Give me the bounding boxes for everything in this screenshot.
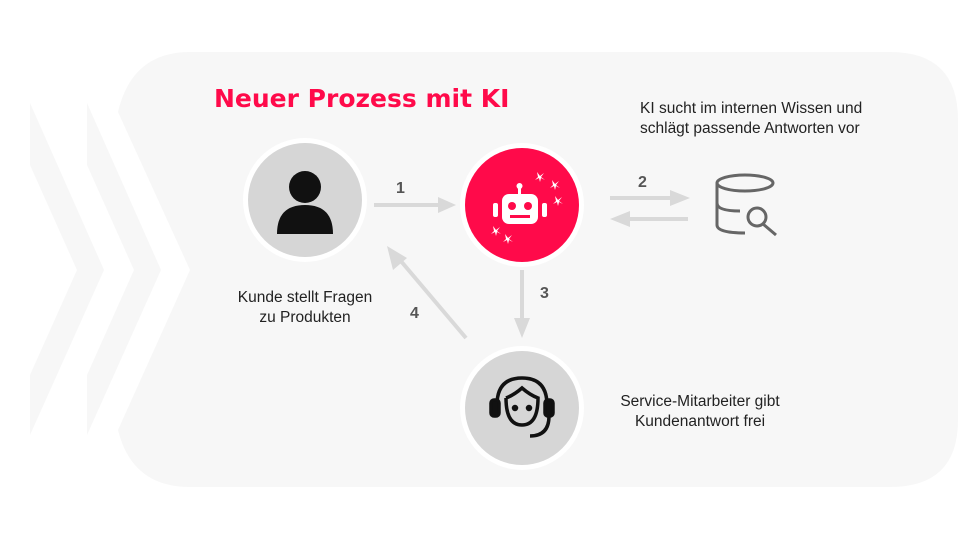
page-title: Neuer Prozess mit KI: [214, 84, 510, 113]
chevron-decoration: [87, 103, 161, 435]
arrow-step-2-forward: [610, 190, 690, 206]
step-4-label: 4: [410, 305, 419, 322]
arrow-step-2-back: [610, 211, 688, 227]
chevron-decoration: [30, 103, 104, 435]
customer-node: [243, 138, 367, 262]
step-1-label: 1: [396, 180, 405, 197]
ai-label-line: schlägt passende Antworten vor: [640, 120, 860, 137]
database-search-icon: [715, 173, 777, 237]
headset-agent-icon: [489, 376, 555, 438]
agent-label-line: Service-Mitarbeiter gibt: [620, 393, 780, 410]
customer-label-line: Kunde stellt Fragen: [237, 289, 373, 306]
agent-node: [460, 346, 584, 470]
step-2-label: 2: [638, 174, 647, 191]
arrow-step-4: [387, 246, 468, 340]
customer-label: Kunde stellt Fragen zu Produkten: [220, 288, 390, 328]
agent-label: Service-Mitarbeiter gibt Kundenantwort f…: [600, 392, 800, 432]
agent-label-line: Kundenantwort frei: [634, 413, 766, 430]
ai-label: KI sucht im internen Wissen und schlägt …: [640, 99, 930, 139]
ai-node: [460, 143, 584, 267]
arrow-step-1: [374, 197, 456, 213]
person-icon: [277, 171, 333, 234]
robot-icon: [491, 172, 563, 244]
arrow-step-3: [514, 270, 530, 338]
ai-label-line: KI sucht im internen Wissen und: [640, 100, 863, 117]
step-3-label: 3: [540, 285, 549, 302]
customer-label-line: zu Produkten: [259, 309, 351, 326]
